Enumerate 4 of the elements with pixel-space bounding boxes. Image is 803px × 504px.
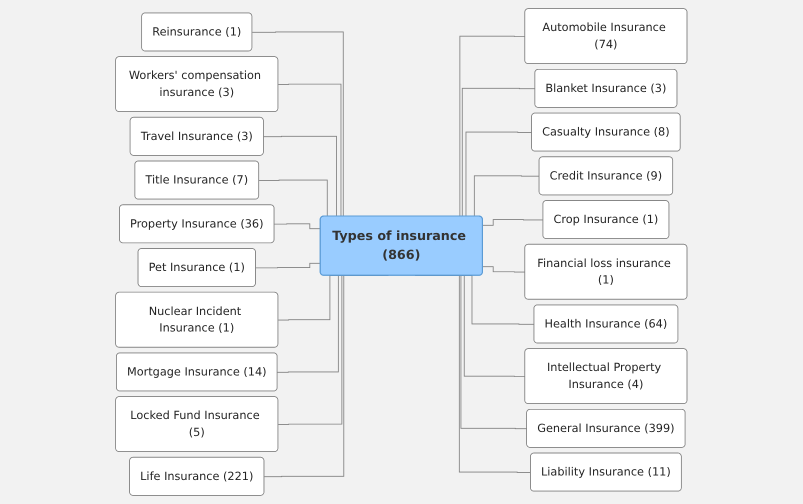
- connector: [274, 223, 322, 230]
- connector: [482, 219, 544, 226]
- connector: [256, 262, 322, 268]
- connector: [482, 266, 526, 273]
